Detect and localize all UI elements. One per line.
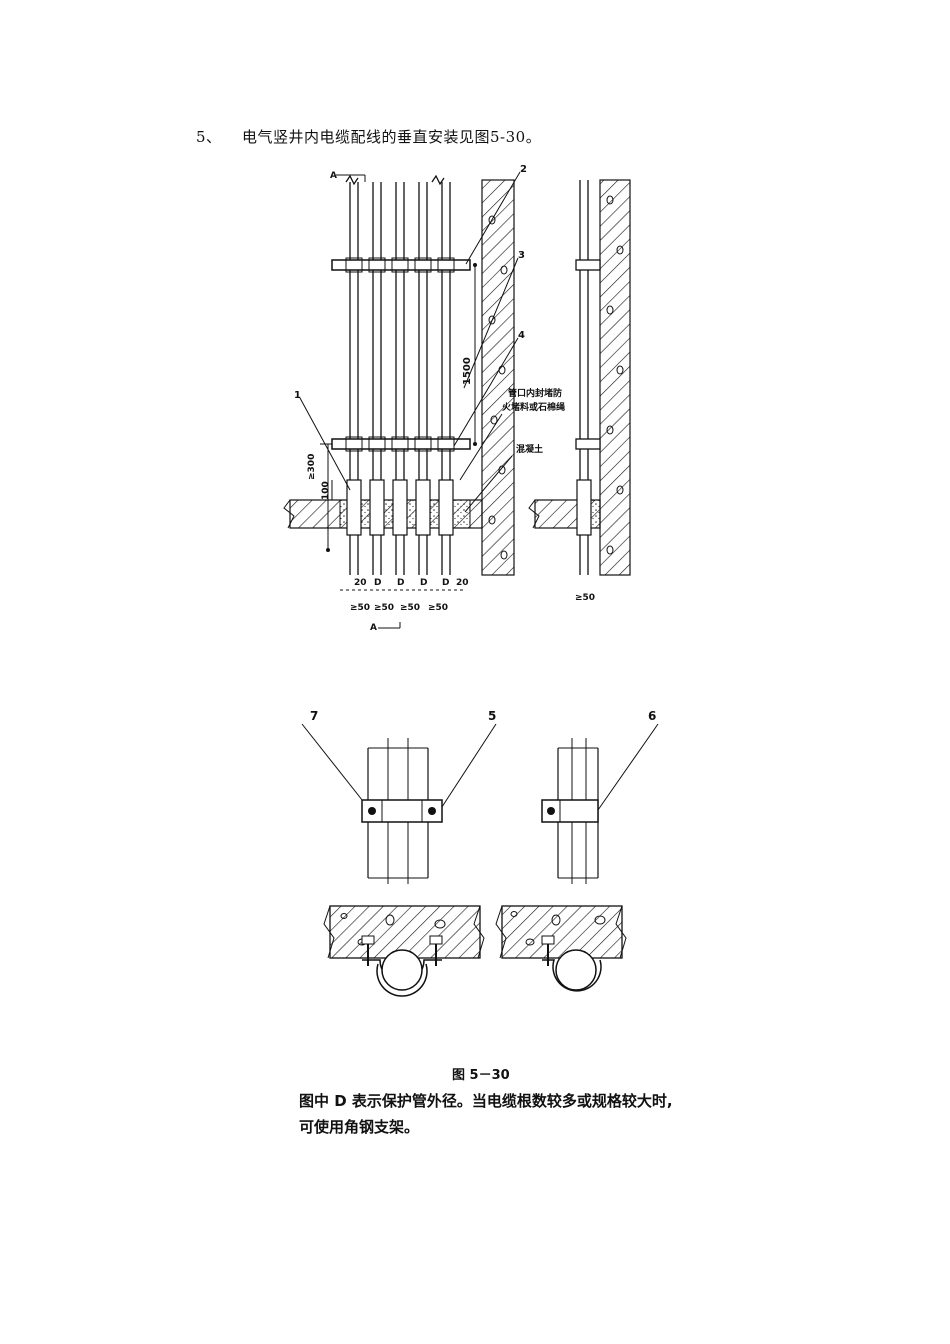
cable-shaft-elevation-drawing: A [270, 160, 670, 640]
elevation-svg: A [283, 164, 631, 633]
callout-6: 6 [648, 709, 656, 723]
callout-5: 5 [488, 709, 496, 723]
callout-3: 3 [518, 250, 525, 261]
dim-d-3: D [420, 578, 427, 588]
dim-d-2: D [397, 578, 404, 588]
double-clamp-detail [361, 738, 443, 884]
dim-50-3: ≥50 [400, 603, 420, 613]
side-dim-50: ≥50 [575, 593, 595, 603]
cable-bracket-upper [331, 257, 471, 273]
bracket-detail-drawing: 7 5 6 [280, 698, 680, 1018]
side-section-view: ≥50 [528, 179, 631, 603]
figure-note: 图中 D 表示保护管外径。当电缆根数较多或规格较大时,可使用角钢支架。 [299, 1092, 673, 1136]
slab-u-clamp-right [495, 905, 627, 992]
dim-100: 100 [321, 481, 331, 500]
dim-50-1: ≥50 [350, 603, 370, 613]
callout-7: 7 [310, 709, 318, 723]
section-heading: 5、 电气竖井内电缆配线的垂直安装见图5-30。 [196, 126, 541, 147]
note-concrete: 混凝土 [516, 443, 543, 455]
note-fireproof-1: 管口内封堵防 [508, 387, 562, 399]
section-mark-top: A [330, 171, 337, 181]
dim-20-right: 20 [456, 578, 469, 588]
heading-number: 5、 [196, 128, 222, 146]
figure-caption: 图 5－30 [452, 1068, 510, 1083]
dim-min-300: ≥300 [307, 454, 317, 480]
detail-svg: 7 5 6 [301, 709, 659, 997]
bottom-dimension-row: 20 D D D D 20 ≥50 ≥50 ≥50 ≥50 [340, 578, 469, 613]
callout-1: 1 [294, 390, 301, 401]
heading-text: 电气竖井内电缆配线的垂直安装见图5-30。 [242, 128, 542, 146]
concrete-wall [481, 179, 515, 576]
note-fireproof-2: 火堵料或石棉绳 [502, 401, 565, 413]
dim-1500: 1500 [462, 357, 473, 385]
single-clamp-detail [541, 738, 599, 884]
cable-bracket-lower [331, 436, 471, 452]
dim-50-2: ≥50 [374, 603, 394, 613]
callout-4: 4 [518, 330, 525, 341]
dim-d-1: D [374, 578, 381, 588]
callout-2: 2 [520, 164, 527, 175]
dim-d-4: D [442, 578, 449, 588]
dim-20-left: 20 [354, 578, 367, 588]
section-mark-bottom: A [370, 623, 377, 633]
slab-u-clamp-left [323, 905, 485, 997]
dim-50-4: ≥50 [428, 603, 448, 613]
